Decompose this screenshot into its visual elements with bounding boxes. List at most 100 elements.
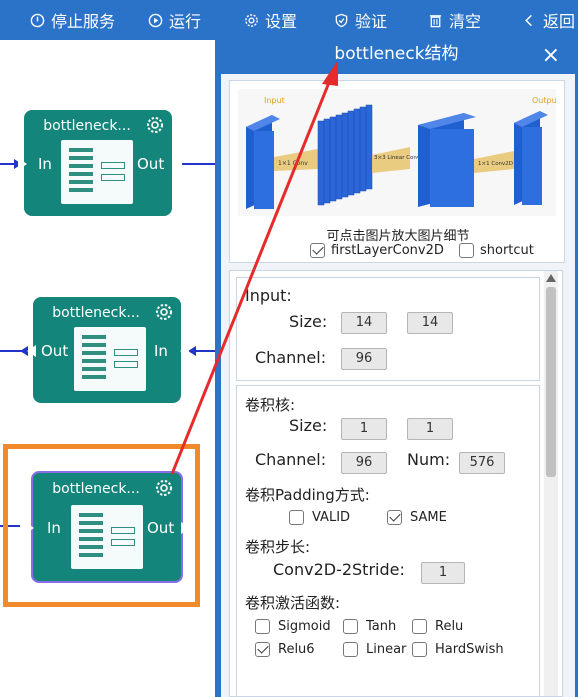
bottleneck-node-selected[interactable]: bottleneck... In Out — [25, 471, 190, 583]
diagram-output-label: Output — [532, 96, 556, 105]
selection-highlight — [3, 444, 200, 607]
activation-label: HardSwish — [435, 642, 504, 657]
close-button[interactable]: × — [541, 43, 560, 68]
structure-diagram[interactable]: Input Output 1×1 Conv 3×3 Linear Conv2D — [238, 89, 556, 216]
output-port[interactable] — [27, 345, 36, 357]
activation-hardswish-checkbox[interactable]: HardSwish — [412, 642, 504, 657]
output-port[interactable] — [172, 158, 181, 170]
conv-size-label: Size: — [289, 416, 328, 435]
output-port[interactable] — [181, 522, 190, 534]
shortcut-label: shortcut — [480, 243, 534, 258]
clear-label: 清空 — [449, 12, 482, 31]
gear-icon[interactable] — [155, 479, 173, 497]
verify-button[interactable]: 验证 — [334, 0, 387, 40]
in-port-label: In — [47, 519, 61, 537]
vertical-scrollbar[interactable] — [544, 271, 558, 696]
conv-num-label: Num: — [407, 450, 451, 469]
node-thumbnail — [71, 505, 143, 569]
input-channel-value[interactable]: 96 — [341, 348, 387, 370]
conv-channel-value[interactable]: 96 — [341, 452, 387, 474]
conv-size-width[interactable]: 1 — [341, 418, 387, 440]
stop-service-label: 停止服务 — [51, 12, 116, 31]
checkbox-unchecked-icon — [412, 619, 427, 634]
edge-arrow — [188, 346, 196, 356]
conv-heading: 卷积核: — [245, 396, 296, 414]
checkbox-unchecked-icon — [459, 243, 474, 258]
padding-heading: 卷积Padding方式: — [245, 486, 370, 504]
input-port[interactable] — [18, 158, 27, 170]
shield-check-icon — [335, 13, 348, 27]
checkbox-unchecked-icon — [255, 619, 270, 634]
run-button[interactable]: 运行 — [148, 0, 201, 40]
zoom-hint: 可点击图片放大图片细节 — [326, 229, 470, 244]
checkbox-checked-icon — [255, 642, 270, 657]
node-title: bottleneck... — [52, 305, 140, 321]
clear-button[interactable]: 清空 — [428, 0, 481, 40]
input-size-label: Size: — [289, 312, 328, 331]
activation-linear-checkbox[interactable]: Linear — [343, 642, 406, 657]
structure-image-card: Input Output 1×1 Conv 3×3 Linear Conv2D — [229, 80, 565, 263]
shortcut-checkbox[interactable]: shortcut — [459, 243, 534, 258]
conv-kernel-section: 卷积核: Size: 1 1 Channel: 96 Num: 576 卷积Pa… — [236, 385, 540, 696]
stop-service-button[interactable]: 停止服务 — [30, 0, 115, 40]
checkbox-unchecked-icon — [343, 619, 358, 634]
padding-valid-label: VALID — [312, 510, 351, 525]
stride-value[interactable]: 1 — [421, 562, 465, 584]
activation-label: Relu6 — [278, 642, 315, 657]
settings-button[interactable]: 设置 — [244, 0, 297, 40]
activation-tanh-checkbox[interactable]: Tanh — [343, 619, 396, 634]
in-port-label: In — [38, 155, 52, 173]
stride-heading: 卷积步长: — [245, 538, 311, 556]
node-title: bottleneck... — [43, 118, 131, 134]
activation-label: Tanh — [366, 619, 397, 634]
gear-icon[interactable] — [146, 116, 164, 134]
activation-label: Linear — [366, 642, 407, 657]
stride-label: Conv2D-2Stride: — [273, 560, 405, 579]
activation-label: Sigmoid — [278, 619, 331, 634]
edge-arrow — [20, 346, 28, 356]
checkbox-unchecked-icon — [289, 510, 304, 525]
input-section: Input: Size: 14 14 Channel: 96 — [236, 277, 540, 381]
activation-sigmoid-checkbox[interactable]: Sigmoid — [255, 619, 331, 634]
settings-label: 设置 — [265, 12, 298, 31]
scroll-up-icon[interactable] — [546, 274, 556, 282]
checkbox-checked-icon — [310, 243, 325, 258]
bottleneck-node[interactable]: bottleneck... In Out — [18, 110, 181, 216]
input-size-height[interactable]: 14 — [407, 312, 453, 334]
padding-valid-checkbox[interactable]: VALID — [289, 510, 350, 525]
out-port-label: Out — [137, 155, 165, 173]
top-toolbar: 停止服务 运行 设置 验证 清空 返回 — [0, 0, 578, 40]
play-icon — [148, 13, 163, 27]
back-label: 返回 — [543, 12, 576, 31]
activation-heading: 卷积激活函数: — [245, 594, 341, 612]
scroll-thumb[interactable] — [546, 287, 556, 477]
input-port[interactable] — [180, 345, 189, 357]
in-port-label: In — [154, 342, 168, 360]
first-layer-checkbox[interactable]: firstLayerConv2D — [310, 243, 444, 258]
graph-canvas[interactable]: bottleneck... In Out bottleneck... Out I… — [0, 40, 215, 697]
conv-channel-label: Channel: — [255, 450, 327, 469]
node-thumbnail — [61, 140, 133, 204]
out-port-label: Out — [147, 519, 175, 537]
diagram-conv-label-3: 1×1 Conv2D — [478, 161, 513, 167]
padding-same-checkbox[interactable]: SAME — [387, 510, 447, 525]
back-button[interactable]: 返回 — [522, 0, 575, 40]
conv-size-height[interactable]: 1 — [407, 418, 453, 440]
panel-title: bottleneck结构 — [334, 44, 459, 64]
edge-line — [0, 163, 18, 165]
diagram-input-label: Input — [264, 96, 285, 105]
input-size-width[interactable]: 14 — [341, 312, 387, 334]
checkbox-checked-icon — [387, 510, 402, 525]
activation-relu6-checkbox[interactable]: Relu6 — [255, 642, 315, 657]
input-port[interactable] — [25, 522, 34, 534]
run-label: 运行 — [169, 12, 202, 31]
chevron-left-icon — [525, 14, 532, 26]
bottleneck-node[interactable]: bottleneck... Out In — [27, 297, 189, 403]
conv-num-value[interactable]: 576 — [459, 452, 505, 474]
edge-line — [0, 350, 28, 352]
node-thumbnail — [74, 327, 146, 391]
activation-relu-checkbox[interactable]: Relu — [412, 619, 463, 634]
gear-icon[interactable] — [155, 303, 173, 321]
input-heading: Input: — [245, 286, 292, 305]
